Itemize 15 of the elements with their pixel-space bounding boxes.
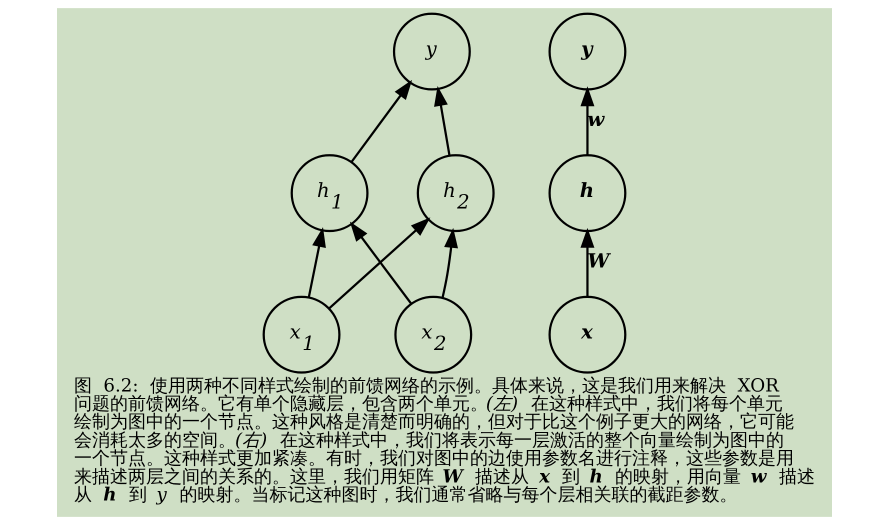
arrow [434,86,450,156]
arrow [307,227,326,298]
arrow [328,217,430,310]
edge-label: W [586,250,609,273]
arrow [580,86,594,156]
arrow [349,222,412,305]
edge-label: w [586,108,604,132]
caption: 图 6.2: 使用两种不同样式绘制的前馈网络的示例。具体来说，这是我们用来解决 XOR 问题的前馈网络。它有单个隐藏层，包含两个单元。(左) 在这种样式中，我们将每个单元绘制为图中的一个节点。这种风格是清楚而明确的，但对于比这个例子更大的网络，它可能会消耗太多的空间。(右) 在这种样式中，我们将表示每一层激活的整个向量绘制为图中的一个节点。这种样式更加紧凑。有时，我们对图中的边使用参数名进行注释，这些参数是用来描述两层之间的关系的。这里，我们用矩阵 W 描述从 x 到 h 的映射，用向量 w 描述从 h 到 y 的映射。当标记这种图时，我们通常省略与每个层相关联的截距参数。 [73,375,815,506]
arrow [350,80,412,162]
arrow [580,228,594,297]
node-circle: y [392,12,470,91]
arrow [440,228,458,298]
node-circle: h [548,154,626,232]
node-circle: y [548,12,626,91]
node-circle: x [548,296,626,374]
